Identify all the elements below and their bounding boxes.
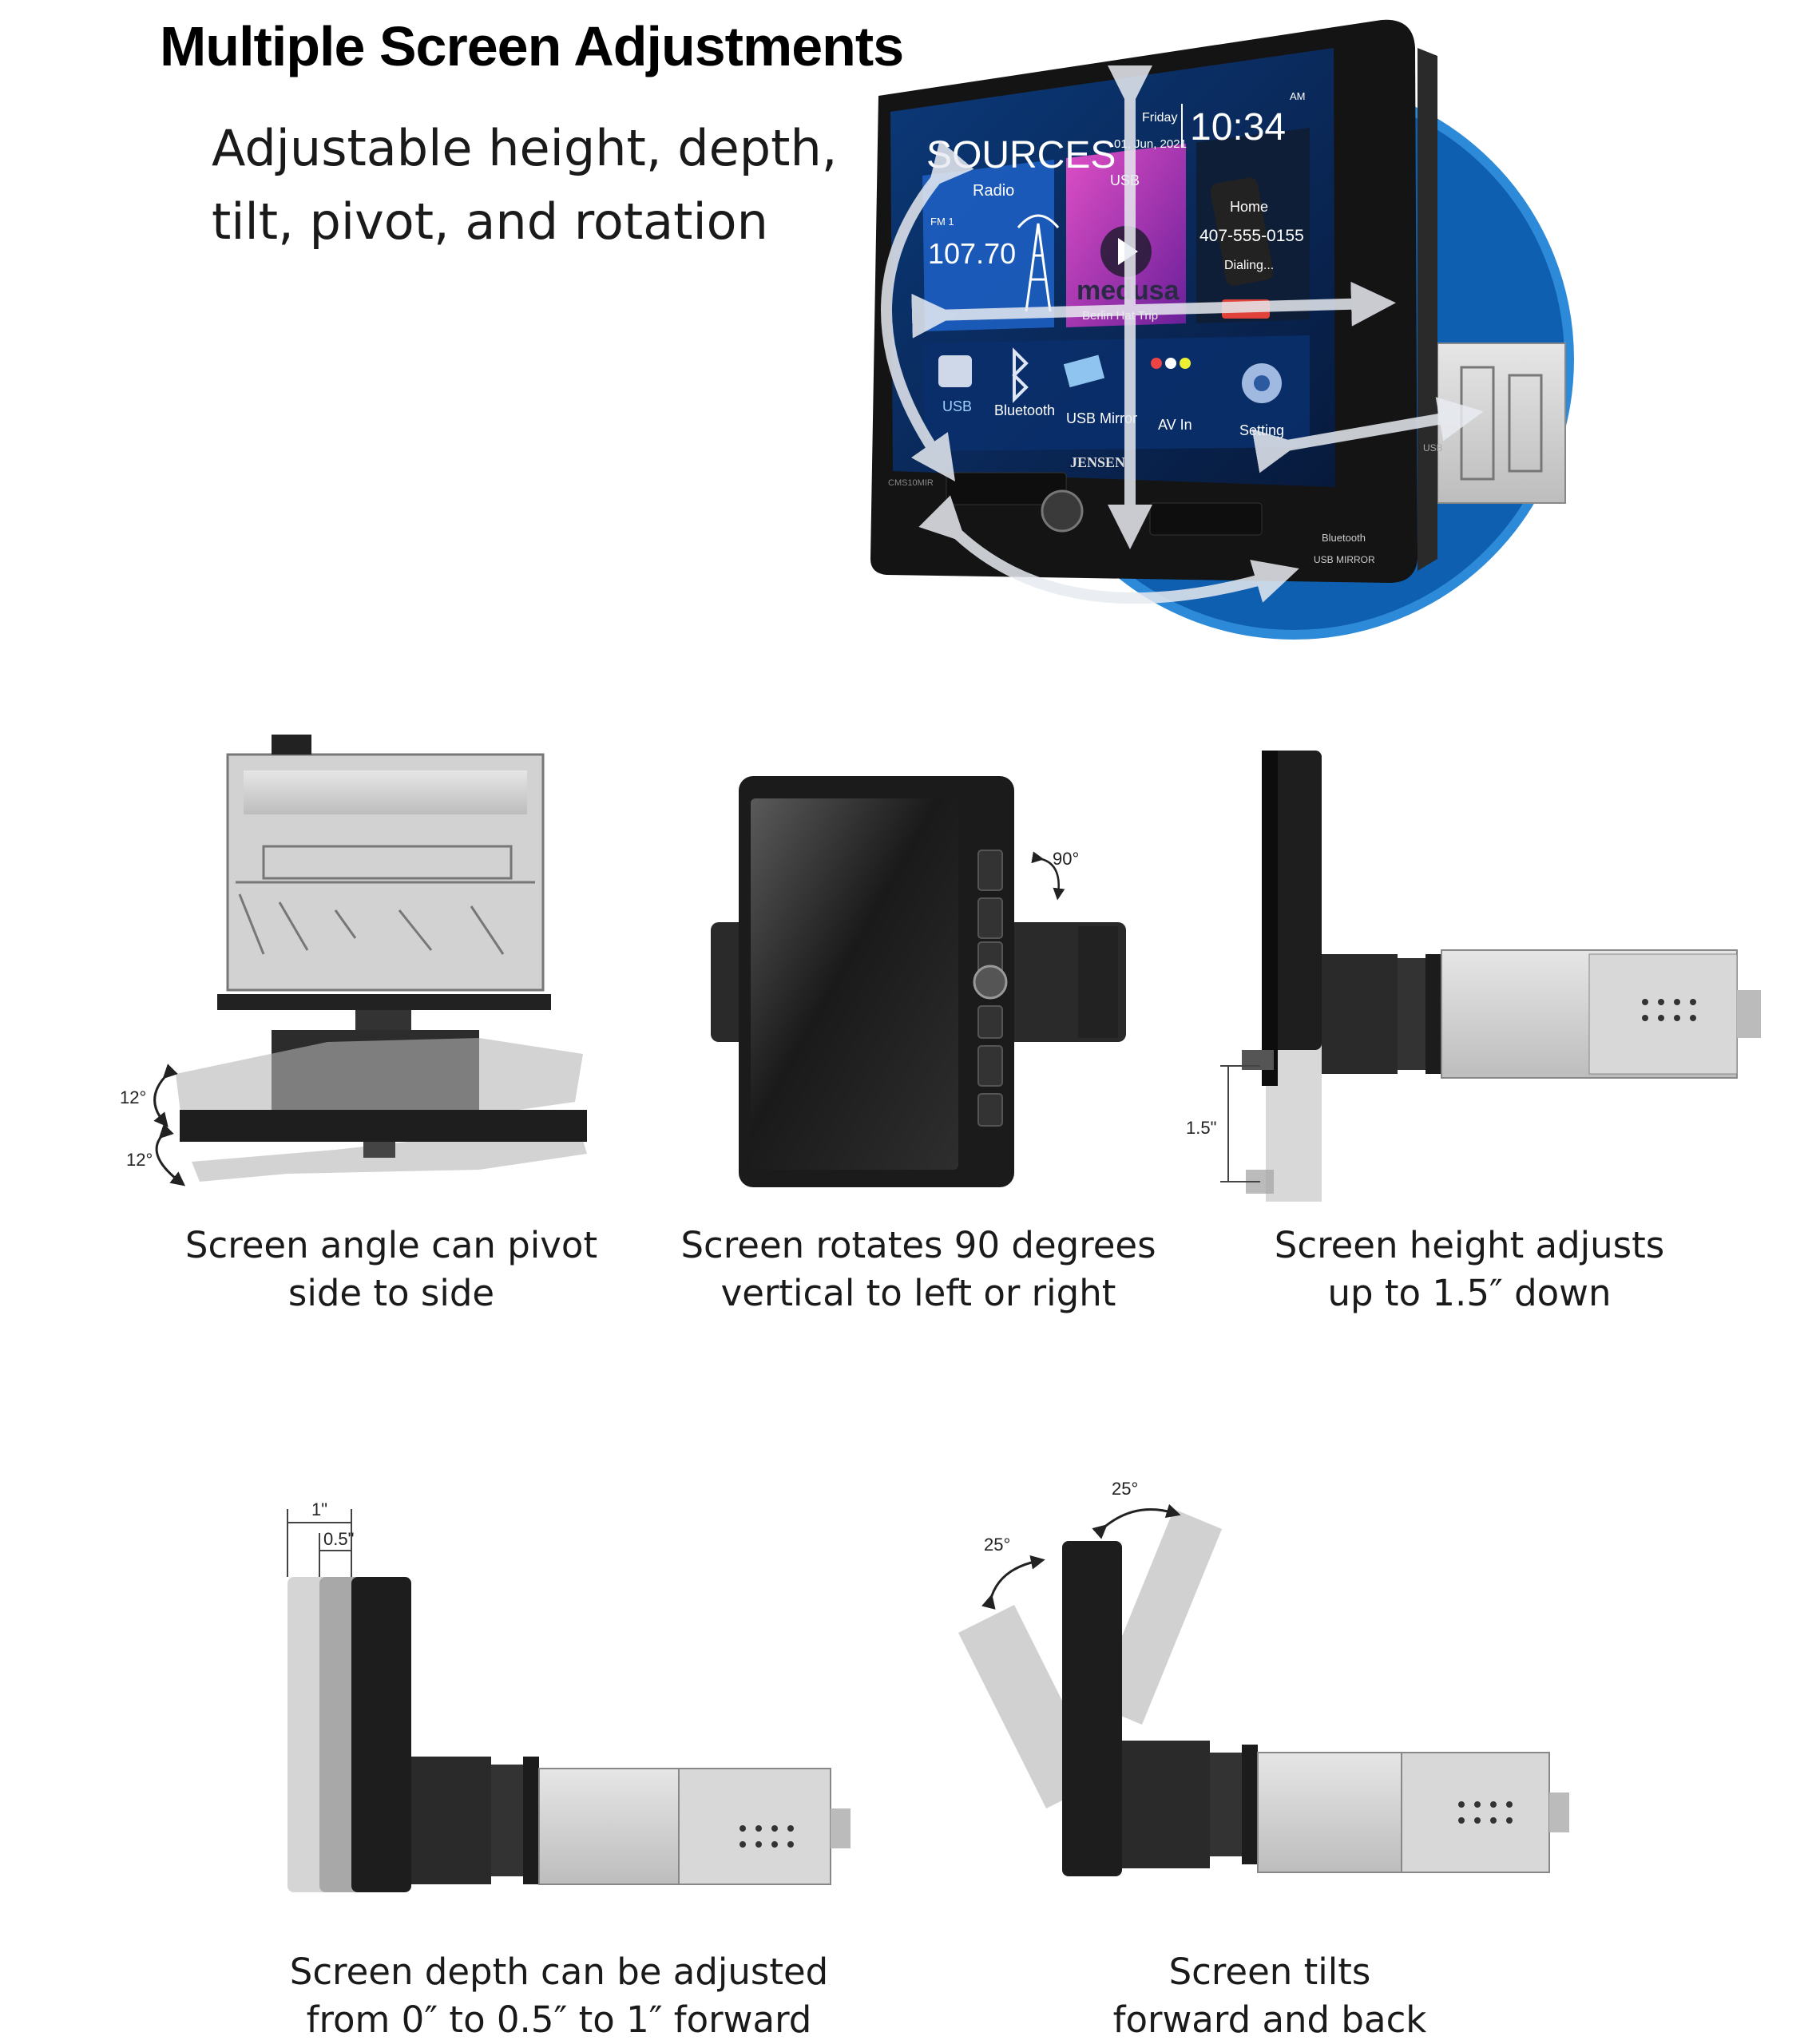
tilt-illustration — [958, 1509, 1569, 1876]
frequency-label: 107.70 — [928, 237, 1016, 270]
radio-label: Radio — [973, 182, 1014, 200]
caption-pivot: Screen angle can pivot side to side — [184, 1224, 598, 1314]
day-label: Friday — [1142, 111, 1177, 125]
height-dim: 1.5" — [1186, 1118, 1216, 1138]
depth-dim-05: 0.5" — [323, 1529, 354, 1549]
caption-tilt: Screen tilts forward and back — [1112, 1951, 1427, 2041]
brand-logo: JENSEN — [1070, 454, 1125, 470]
usb-mirror-app-icon — [1063, 355, 1105, 388]
clock-ampm: AM — [1290, 90, 1306, 102]
pivot-dim-up: 12° — [120, 1087, 146, 1107]
adjustment-arrows — [881, 65, 1484, 604]
subtitle: Adjustable height, depth, tilt, pivot, a… — [212, 112, 837, 259]
rotation-dim: 90° — [1053, 849, 1079, 869]
pivot-dim-down: 12° — [126, 1150, 153, 1170]
model-label: CMS10MIR — [888, 478, 934, 488]
usb-mirror-badge: USB MIRROR — [1314, 554, 1375, 565]
band-label: FM 1 — [930, 216, 954, 228]
phone-home-label: Home — [1230, 199, 1268, 215]
phone-status: Dialing... — [1224, 259, 1274, 272]
app-label-usb: USB — [942, 398, 972, 414]
caption-height: Screen height adjusts up to 1.5″ down — [1274, 1224, 1665, 1314]
app-label-bluetooth: Bluetooth — [994, 402, 1055, 418]
height-illustration — [1242, 751, 1761, 1202]
depth-dim-1: 1" — [311, 1499, 327, 1519]
clock-time: 10:34 — [1190, 106, 1286, 149]
subtitle-line-2: tilt, pivot, and rotation — [212, 192, 768, 251]
subtitle-line-1: Adjustable height, depth, — [212, 119, 838, 177]
page-title: Multiple Screen Adjustments — [160, 15, 904, 77]
rotation-illustration — [711, 776, 1126, 1187]
setting-app-icon — [1242, 363, 1282, 403]
hero-chassis — [1437, 343, 1566, 504]
caption-depth: Screen depth can be adjusted from 0″ to … — [289, 1951, 829, 2041]
tilt-dim-back: 25° — [984, 1535, 1010, 1555]
av-in-app-icon — [1151, 358, 1191, 369]
caption-rotation: Screen rotates 90 degrees vertical to le… — [680, 1224, 1156, 1314]
side-usb-label: USB — [1423, 442, 1443, 454]
sources-title: SOURCES — [926, 134, 1116, 176]
bluetooth-app-icon — [1012, 347, 1029, 403]
tilt-dim-forward: 25° — [1112, 1479, 1138, 1499]
depth-illustration — [287, 1577, 851, 1892]
usb-app-icon — [938, 355, 972, 387]
bluetooth-badge: Bluetooth — [1322, 532, 1366, 544]
volume-knob — [1041, 489, 1084, 533]
pivot-illustration — [176, 735, 587, 1182]
app-label-av-in: AV In — [1158, 417, 1192, 433]
phone-number: 407-555-0155 — [1199, 227, 1304, 245]
app-label-setting: Setting — [1239, 422, 1284, 438]
